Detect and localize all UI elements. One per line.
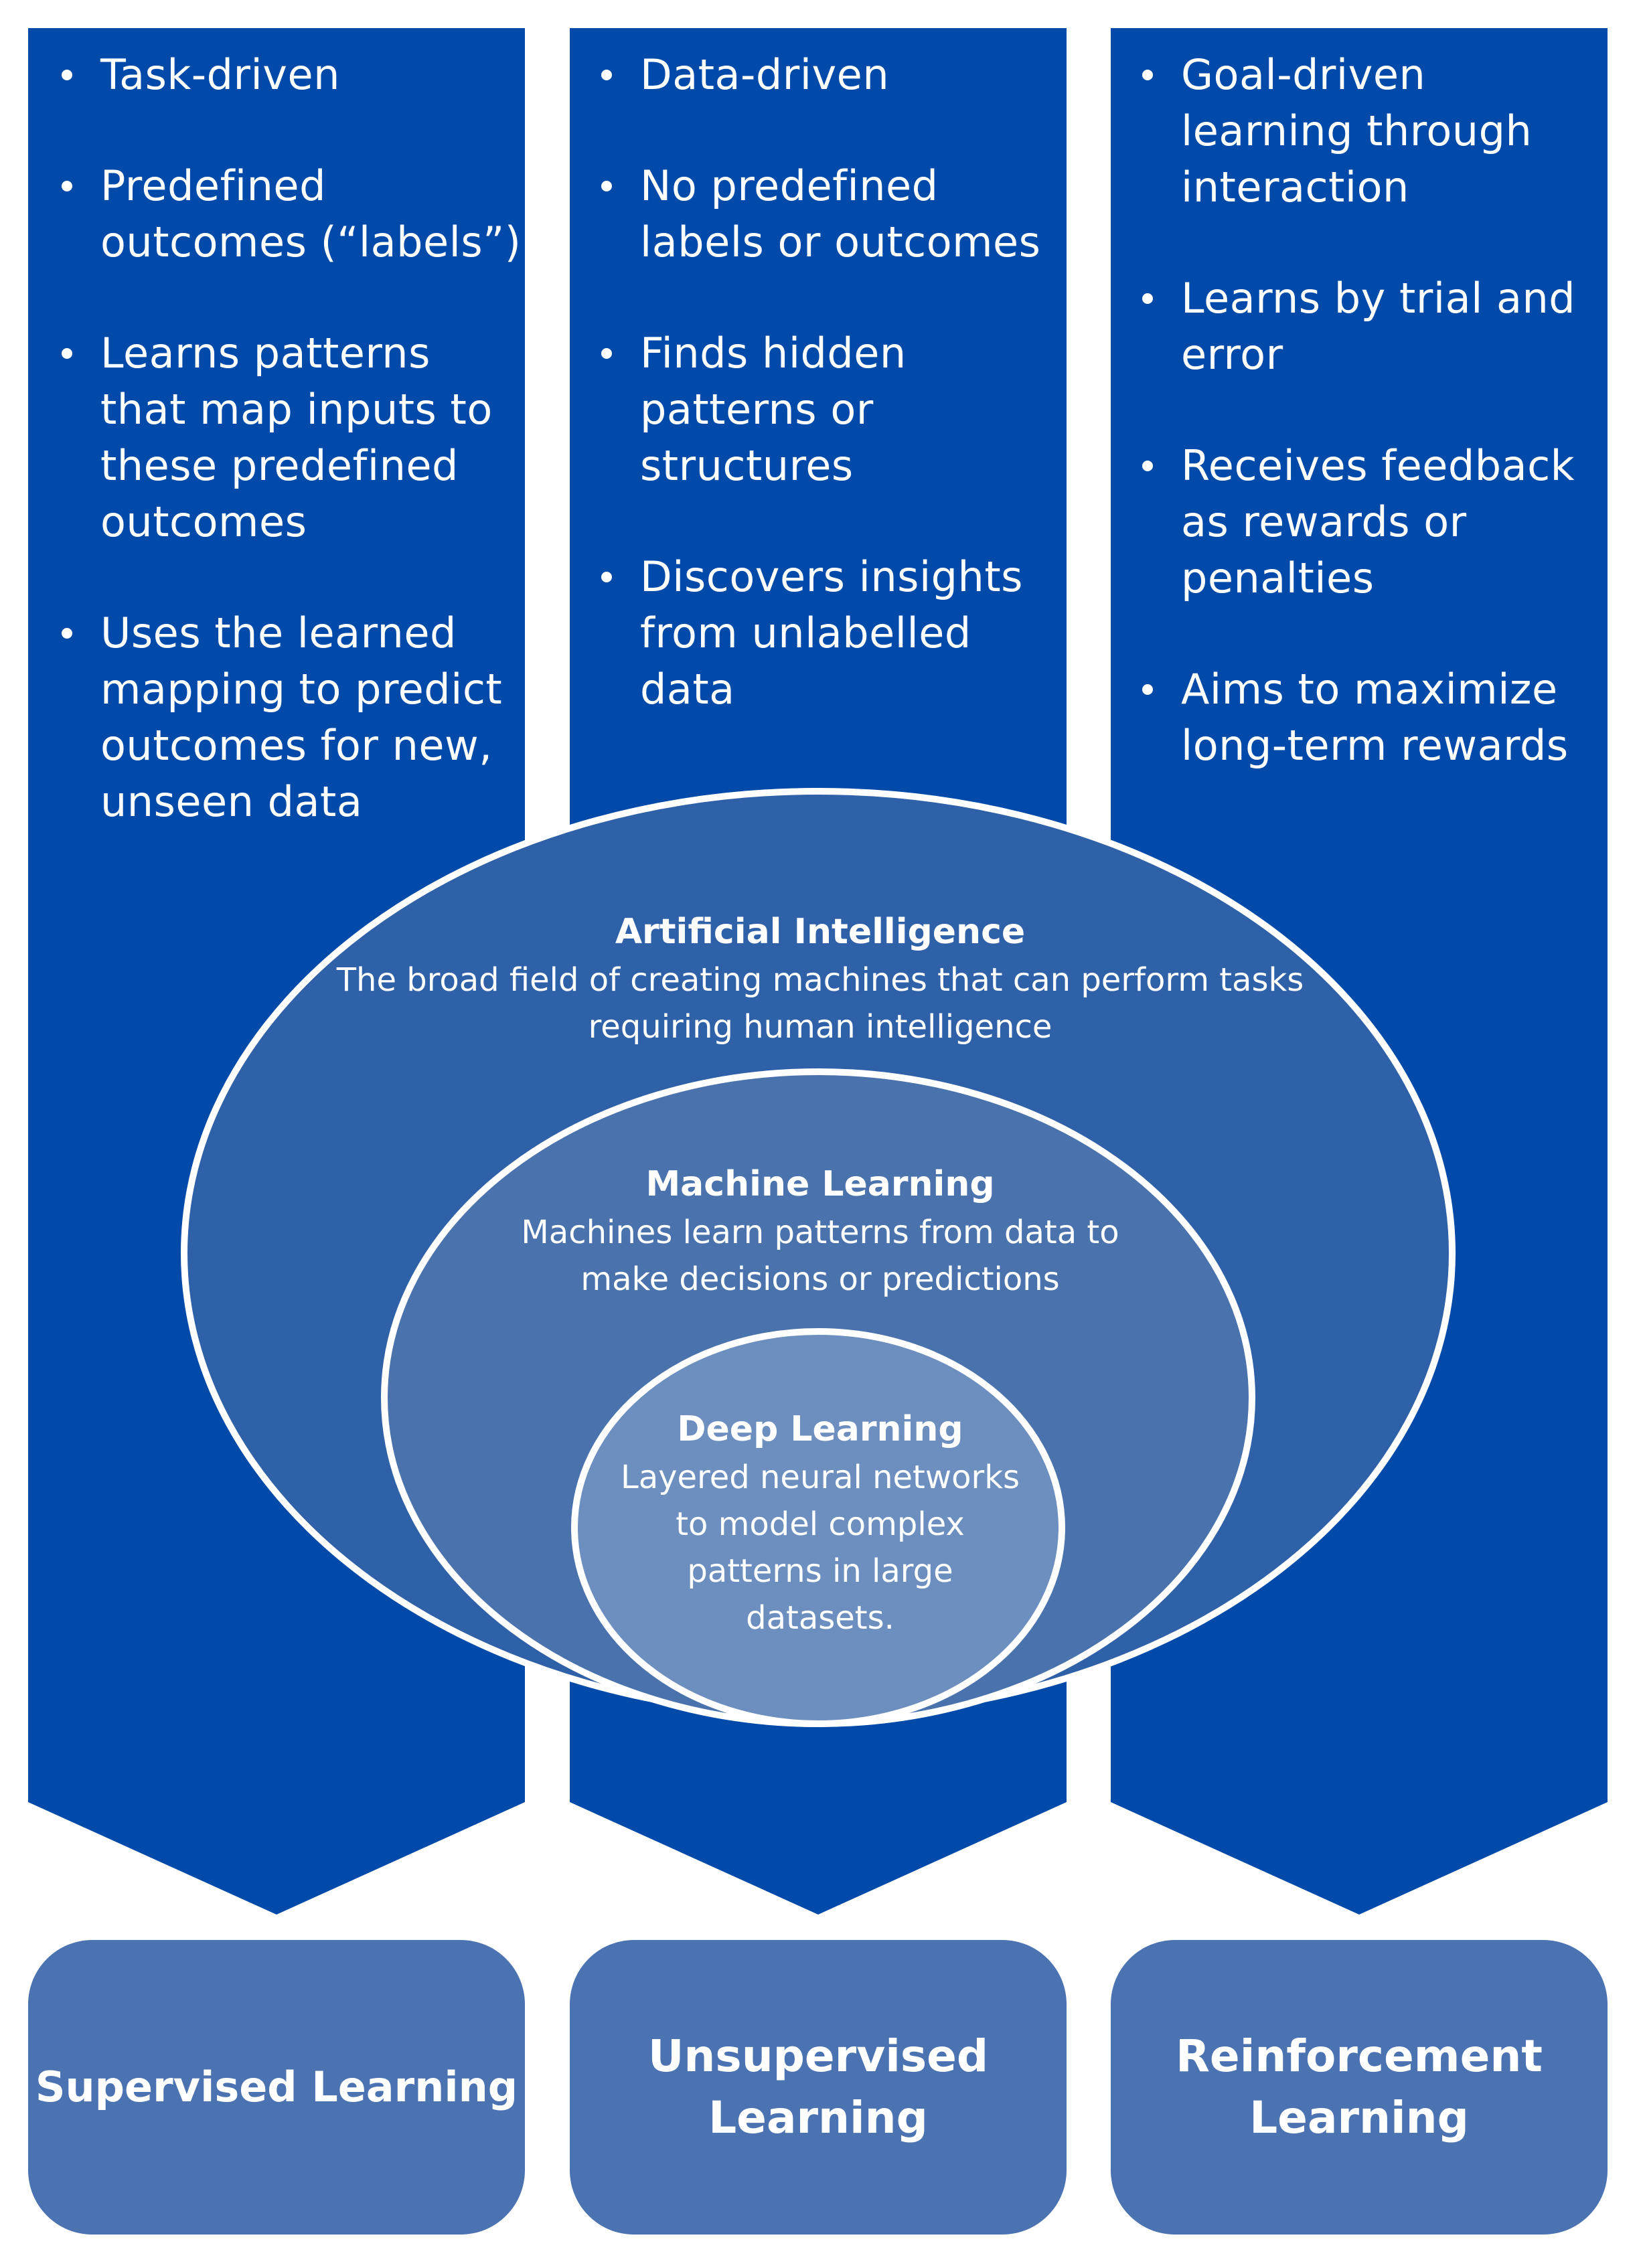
bullet-item: Data-driven [566, 47, 1062, 103]
dl-description: Layered neural networks to model complex… [620, 1459, 1020, 1637]
dl-title: Deep Learning [677, 1409, 963, 1449]
bullet-item: Learns by trial and error [1107, 270, 1603, 383]
reinforcement-characteristics: Goal-driven learning through interaction… [1107, 47, 1603, 829]
ml-description: Machines learn patterns from data to mak… [521, 1214, 1119, 1298]
deep-learning-circle [571, 1328, 1065, 1727]
reinforcement-learning-label: Reinforcement Learning [1111, 1940, 1608, 2235]
label-text: Unsupervised Learning [647, 2030, 989, 2143]
bullet-item: Finds hidden patterns or structures [566, 325, 1062, 494]
unsupervised-learning-label: Unsupervised Learning [570, 1940, 1067, 2235]
ai-description: The broad field of creating machines tha… [336, 961, 1304, 1046]
label-text: Reinforcement Learning [1176, 2030, 1543, 2143]
bullet-item: Goal-driven learning through interaction [1107, 47, 1603, 216]
bullet-item: Aims to maximize long-term rewards [1107, 661, 1603, 774]
machine-learning-text: Machine Learning Machines learn patterns… [482, 1159, 1158, 1303]
bullet-item: Discovers insights from unlabelled data [566, 549, 1062, 718]
ai-title: Artificial Intelligence [615, 912, 1026, 952]
ml-title: Machine Learning [645, 1164, 995, 1204]
unsupervised-characteristics: Data-driven No predefined labels or outc… [566, 47, 1062, 773]
bullet-item: Uses the learned mapping to predict outc… [27, 605, 522, 830]
bullet-item: Task-driven [27, 47, 522, 103]
artificial-intelligence-text: Artificial Intelligence The broad field … [321, 907, 1319, 1050]
bullet-item: Predefined outcomes (“labels”) [27, 158, 522, 270]
bullet-item: Learns patterns that map inputs to these… [27, 325, 522, 550]
supervised-learning-label: Supervised Learning [28, 1940, 525, 2235]
label-text: Supervised Learning [35, 2062, 518, 2111]
supervised-characteristics: Task-driven Predefined outcomes (“labels… [27, 47, 522, 885]
deep-learning-text: Deep Learning Layered neural networks to… [609, 1404, 1031, 1641]
bullet-item: No predefined labels or outcomes [566, 158, 1062, 270]
bullet-item: Receives feedback as rewards or penaltie… [1107, 438, 1603, 606]
